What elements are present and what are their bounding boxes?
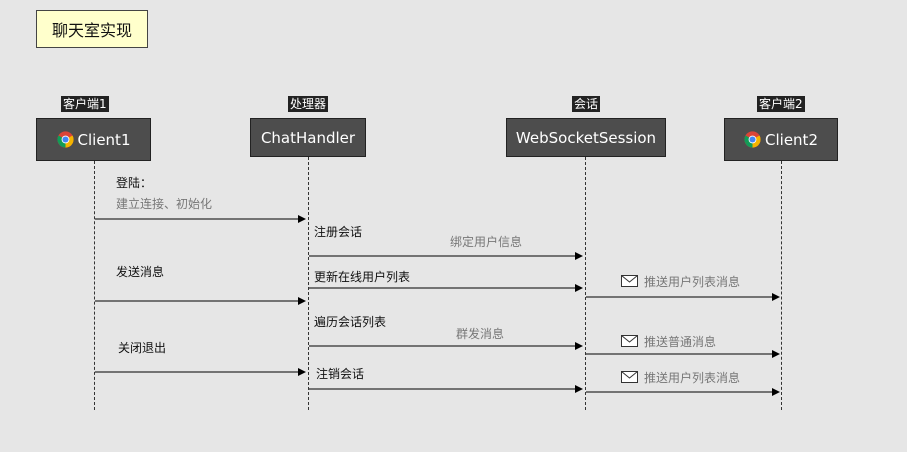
chrome-icon [56, 131, 74, 148]
msg-push-user-list-1-label: 推送用户列表消息 [644, 275, 741, 289]
msg-push-normal: 推送普通消息 [621, 333, 716, 350]
actor-client2: Client2 [724, 118, 838, 161]
msg-login-desc: 建立连接、初始化 [116, 197, 213, 211]
actor-client1: Client1 [36, 118, 151, 161]
msg-push-normal-label: 推送普通消息 [644, 335, 717, 349]
msg-send: 发送消息 [116, 265, 165, 279]
msg-update-online: 更新在线用户列表 [314, 270, 411, 284]
msg-unregister: 注销会话 [316, 367, 365, 381]
lifeline-session [585, 157, 586, 410]
actor-session-label: WebSocketSession [515, 128, 657, 147]
role-label-handler: 处理器 [288, 96, 329, 112]
msg-group-send: 群发消息 [456, 327, 505, 341]
chrome-icon [744, 131, 761, 148]
lifeline-client1 [94, 161, 95, 410]
role-label-session: 会话 [572, 96, 601, 112]
role-label-client2: 客户端2 [757, 96, 805, 112]
msg-login-title: 登陆： [116, 176, 153, 190]
actor-session: WebSocketSession [506, 118, 666, 157]
msg-bind-user: 绑定用户信息 [450, 235, 523, 249]
msg-register: 注册会话 [314, 225, 363, 239]
envelope-icon [621, 371, 638, 383]
diagram-title: 聊天室实现 [36, 10, 148, 48]
msg-traverse: 遍历会话列表 [314, 315, 387, 329]
msg-push-user-list-2-label: 推送用户列表消息 [644, 371, 741, 385]
msg-close-exit: 关闭退出 [118, 341, 167, 355]
lifeline-handler [308, 157, 309, 410]
role-label-client1: 客户端1 [61, 96, 109, 112]
actor-client1-label: Client1 [77, 130, 131, 149]
msg-push-user-list-1: 推送用户列表消息 [621, 273, 740, 290]
envelope-icon [621, 335, 638, 347]
lifeline-client2 [781, 161, 782, 410]
actor-handler-label: ChatHandler [260, 128, 356, 147]
actor-handler: ChatHandler [250, 118, 366, 157]
envelope-icon [621, 275, 638, 287]
actor-client2-label: Client2 [765, 130, 818, 149]
msg-push-user-list-2: 推送用户列表消息 [621, 369, 740, 386]
